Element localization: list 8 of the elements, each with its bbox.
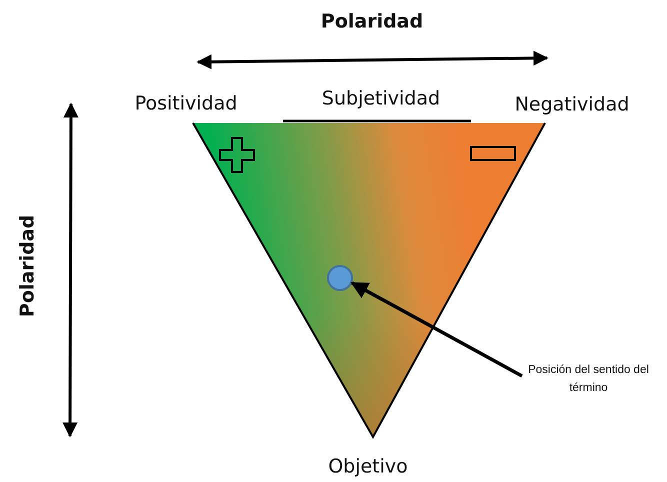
leader-arrow xyxy=(350,281,523,378)
axis-label: Subjetividad xyxy=(322,88,440,110)
axis-label: Objetivo xyxy=(328,456,408,478)
annotation-text: Posición del sentido del término xyxy=(527,363,650,396)
axis-label: Negatividad xyxy=(514,94,630,116)
axis-label: Polaridad xyxy=(320,12,424,32)
axis-label: Polaridad xyxy=(18,214,38,318)
axis-label: Positividad xyxy=(134,94,238,114)
